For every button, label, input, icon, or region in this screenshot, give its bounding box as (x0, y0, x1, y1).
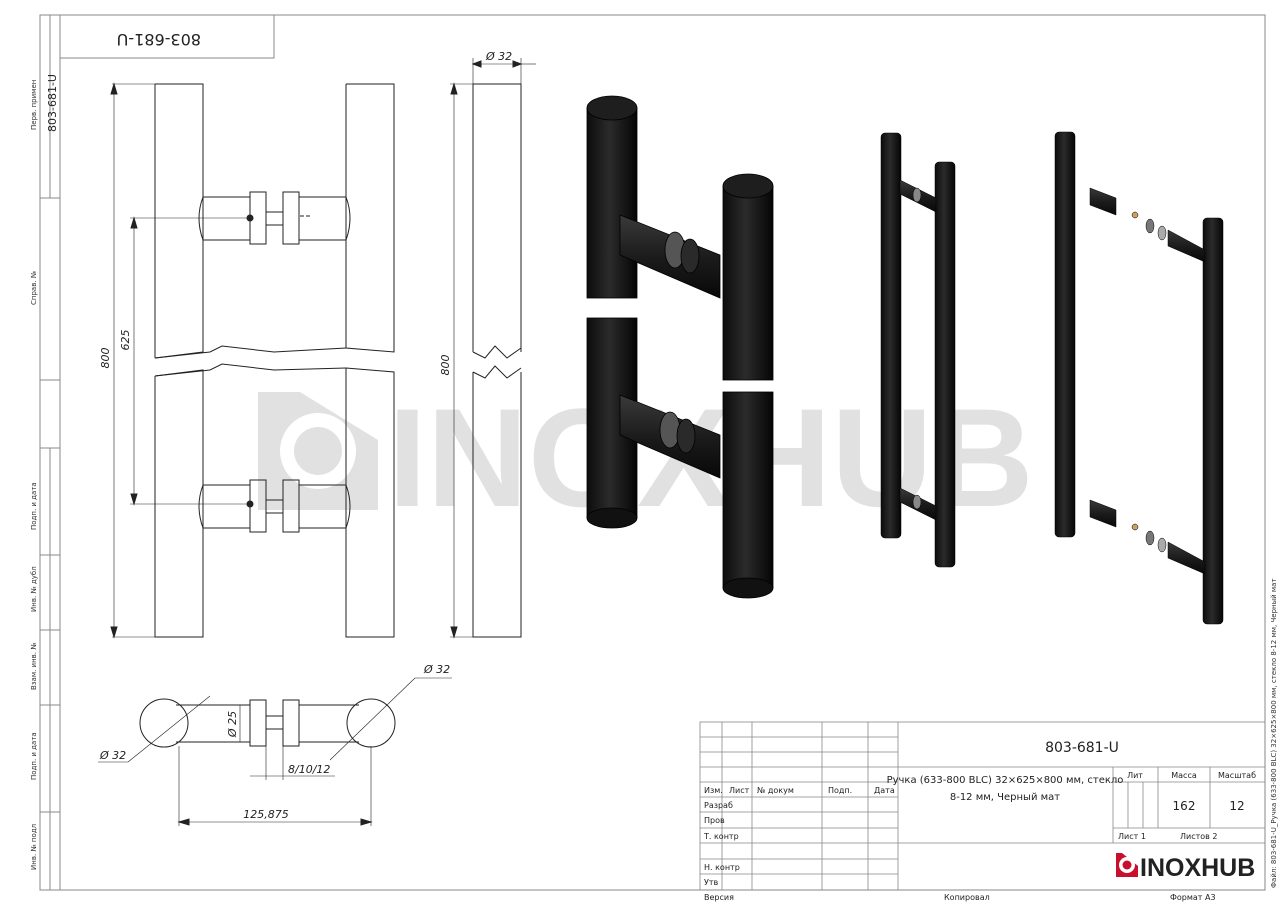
perv-primen-label: Перв. примен (30, 80, 38, 130)
footer-format: Формат А3 (1170, 893, 1216, 902)
inv-dubl-label: Инв. № дубл (30, 566, 38, 612)
podp-data-label-1: Подп. и дата (30, 482, 38, 530)
lit-label: Лит (1127, 771, 1143, 780)
code-box (59, 14, 275, 59)
handle-render-3d (586, 95, 774, 599)
masshtab-label: Масштаб (1218, 771, 1256, 780)
row-razrab: Разраб (704, 801, 733, 810)
podp-data-label-2: Подп. и дата (30, 732, 38, 780)
side-stamp (40, 15, 60, 890)
dim-diam-top: Ø 32 (485, 50, 512, 63)
file-stamp: Файл: 803-681-U_Ручка (633-800 BLC) 32×6… (1270, 578, 1278, 888)
dim-diam-post: Ø 25 (226, 711, 239, 738)
dim-glass: 8/10/12 (288, 763, 330, 776)
sheet-number: Лист 1 (1118, 832, 1146, 841)
inv-podl-label: Инв. № подл (30, 824, 38, 870)
footer-kopiroval: Копировал (944, 893, 990, 902)
dim-height-side: 800 (439, 355, 452, 376)
row-tkontr: Т. контр (703, 832, 739, 841)
hdr-list: Лист (729, 786, 750, 795)
code-mirrored: 803-681-U (117, 30, 201, 49)
hdr-dokum: № докум (757, 786, 794, 795)
vzam-inv-label: Взам. инв. № (30, 642, 38, 690)
sprav-label: Справ. № (30, 271, 38, 305)
row-prov: Пров (704, 816, 725, 825)
perv-primen-value: 803-681-U (46, 74, 59, 132)
top-view (98, 677, 452, 826)
massa-value: 162 (1173, 799, 1196, 813)
row-nkontr: Н. контр (704, 863, 740, 872)
brand-logo: INOXHUB (1116, 853, 1255, 882)
dim-spacing: 625 (119, 330, 132, 351)
handle-render-assembled (880, 132, 956, 568)
title-name-line2: 8-12 мм, Черный мат (950, 792, 1060, 803)
title-block (699, 721, 1266, 891)
dim-height-left: 800 (99, 348, 112, 369)
row-utv: Утв (704, 878, 719, 887)
sheet-border (39, 14, 1266, 891)
title-code: 803-681-U (1045, 740, 1119, 756)
front-view (110, 82, 395, 639)
masshtab-value: 12 (1229, 799, 1244, 813)
brand-name: INOXHUB (1140, 854, 1255, 882)
side-view (450, 58, 536, 639)
dim-diam-left: Ø 32 (99, 749, 126, 762)
watermark: INOXHUB (258, 379, 1034, 536)
handle-render-exploded (1054, 131, 1224, 625)
dim-total: 125,875 (243, 808, 289, 821)
dim-diam-right: Ø 32 (423, 663, 450, 676)
footer-versiya: Версия (704, 893, 734, 902)
hdr-podp: Подп. (828, 786, 852, 795)
sheet-count: Листов 2 (1180, 832, 1218, 841)
hdr-izm: Изм. (704, 786, 723, 795)
hdr-data: Дата (874, 786, 895, 795)
title-name-line1: Ручка (633-800 BLC) 32×625×800 мм, стекл… (887, 775, 1124, 786)
massa-label: Масса (1171, 771, 1197, 780)
